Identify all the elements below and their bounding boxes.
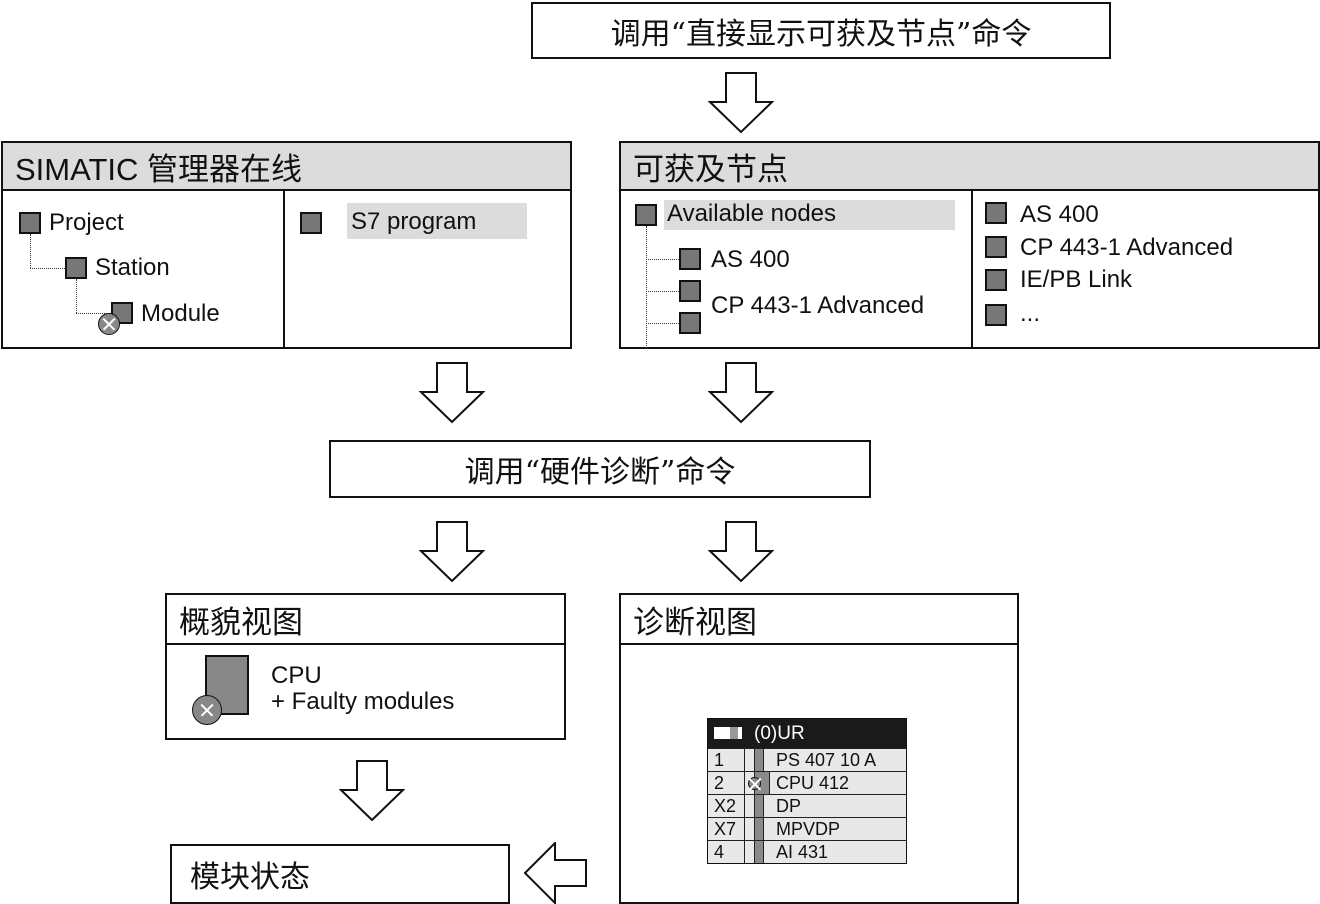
project-icon	[19, 212, 41, 234]
tree-item-station[interactable]: Station	[95, 254, 170, 281]
tree-connector	[30, 268, 65, 269]
hardware-diagnosis-command-label: 调用“硬件诊断”命令	[464, 455, 736, 490]
module-state-label: 模块状态	[190, 860, 310, 895]
rack-title: (0)UR	[754, 723, 805, 744]
s7-program-icon	[300, 212, 322, 234]
rack-icon-detail	[730, 727, 738, 739]
tree-connector	[646, 226, 647, 348]
tree-connector	[646, 291, 679, 292]
module-state-box: 模块状态	[170, 844, 510, 904]
simatic-manager-panel: SIMATIC 管理器在线 Project Station Module S7 …	[1, 141, 572, 349]
slot-separator	[744, 795, 745, 817]
rack-table: (0)UR 1 PS 407 10 A 2 CPU 412 X2 DP X7 M…	[707, 718, 907, 864]
rack-slot: 1	[714, 750, 725, 770]
as400-node-icon	[679, 248, 701, 270]
down-arrow-icon	[419, 521, 485, 583]
cp443-node-icon	[679, 280, 701, 302]
table-row[interactable]: X7 MPVDP	[708, 817, 906, 840]
module-bar	[754, 841, 764, 863]
more-list-icon	[985, 304, 1007, 326]
tree-connector	[646, 259, 679, 260]
cp443-list-icon	[985, 236, 1007, 258]
rack-module: MPVDP	[776, 819, 841, 839]
simatic-panel-title: SIMATIC 管理器在线	[3, 143, 570, 191]
available-nodes-icon	[635, 204, 657, 226]
nodes-panel-divider	[971, 191, 973, 347]
diagnosis-view-title: 诊断视图	[621, 595, 1017, 645]
down-arrow-icon	[419, 362, 485, 424]
module-bar	[754, 818, 764, 840]
tree-connector	[76, 313, 111, 314]
tree-connector	[646, 323, 679, 324]
list-item-as400[interactable]: AS 400	[1020, 201, 1099, 228]
nodes-panel-title: 可获及节点	[621, 143, 1318, 191]
rack-module: CPU 412	[776, 773, 850, 793]
fault-icon	[98, 313, 120, 335]
overview-view-title: 概貌视图	[167, 595, 564, 645]
module-bar	[754, 795, 764, 817]
available-nodes-panel: 可获及节点 Available nodes AS 400 CP 443-1 Ad…	[619, 141, 1320, 349]
overview-faulty-modules-label: + Faulty modules	[271, 688, 455, 715]
overview-view-panel: 概貌视图 CPU + Faulty modules	[165, 593, 566, 740]
iepb-link-list-icon	[985, 269, 1007, 291]
tree-item-module[interactable]: Module	[141, 300, 220, 327]
simatic-panel-divider	[283, 191, 285, 347]
rack-slot: X7	[714, 819, 737, 839]
rack-header: (0)UR	[708, 719, 906, 748]
hardware-diagnosis-command: 调用“硬件诊断”命令	[329, 440, 871, 498]
list-item-cp443[interactable]: CP 443-1 Advanced	[1020, 234, 1234, 261]
rack-module: PS 407 10 A	[776, 750, 877, 770]
fault-icon	[192, 695, 222, 725]
station-icon	[65, 257, 87, 279]
rack-slot: 2	[714, 773, 725, 793]
rack-module: AI 431	[776, 842, 829, 862]
list-item-iepb-link[interactable]: IE/PB Link	[1020, 266, 1133, 293]
table-row[interactable]: 1 PS 407 10 A	[708, 748, 906, 771]
unnamed-node-icon	[679, 312, 701, 334]
slot-separator	[744, 841, 745, 863]
table-row[interactable]: X2 DP	[708, 794, 906, 817]
down-arrow-icon	[708, 362, 774, 424]
show-nodes-command-label: 调用“直接显示可获及节点”命令	[610, 16, 1032, 52]
table-row[interactable]: 2 CPU 412	[708, 771, 906, 794]
left-arrow-icon	[523, 842, 587, 904]
as400-list-icon	[985, 202, 1007, 224]
table-row[interactable]: 4 AI 431	[708, 840, 906, 863]
rack-slot: 4	[714, 842, 725, 862]
s7-program-item[interactable]: S7 program	[351, 208, 477, 235]
overview-cpu-label: CPU	[271, 662, 322, 689]
slot-separator	[744, 818, 745, 840]
rack-module: DP	[776, 796, 802, 816]
slot-separator	[744, 772, 745, 794]
fault-icon	[748, 777, 761, 790]
down-arrow-icon	[339, 760, 405, 822]
down-arrow-icon	[708, 72, 774, 134]
selection-highlight	[664, 200, 955, 230]
show-nodes-command: 调用“直接显示可获及节点”命令	[531, 2, 1111, 59]
module-bar	[754, 749, 764, 771]
slot-separator	[744, 749, 745, 771]
tree-item-as400[interactable]: AS 400	[711, 246, 790, 273]
tree-connector	[30, 234, 31, 268]
down-arrow-icon	[708, 521, 774, 583]
selection-highlight	[347, 203, 527, 239]
tree-root-available-nodes[interactable]: Available nodes	[667, 200, 837, 227]
tree-item-project[interactable]: Project	[49, 209, 124, 236]
rack-slot: X2	[714, 796, 737, 816]
tree-connector	[76, 279, 77, 313]
list-item-more[interactable]: ...	[1020, 300, 1041, 327]
tree-item-cp443[interactable]: CP 443-1 Advanced	[711, 292, 925, 319]
